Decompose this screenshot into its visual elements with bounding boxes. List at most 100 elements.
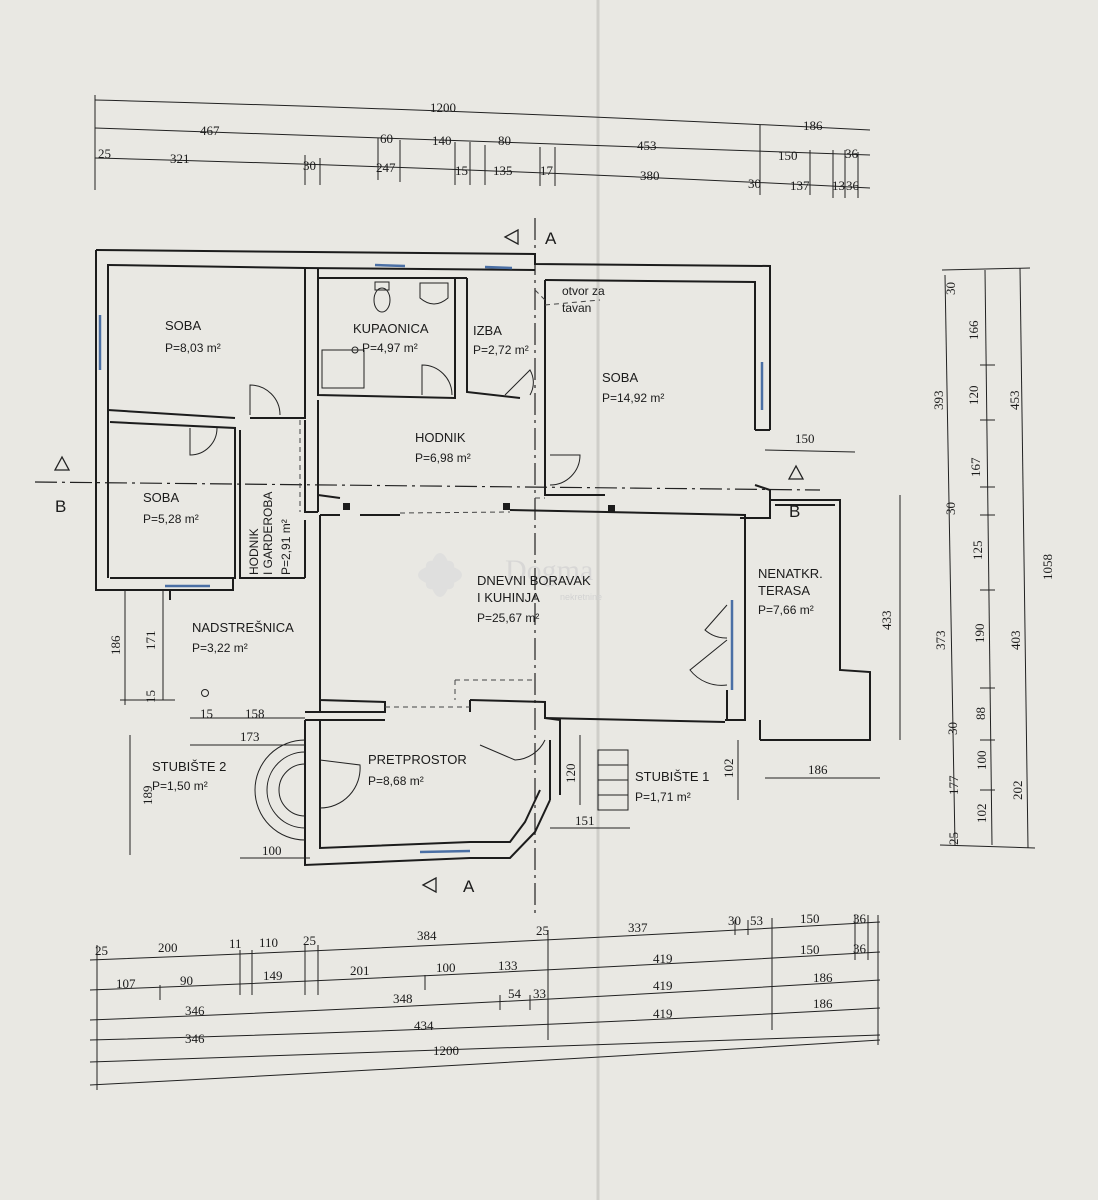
- dim-right: 403: [1008, 631, 1023, 651]
- window: [484, 265, 513, 270]
- note-attic-opening: tavan: [562, 301, 591, 315]
- dim-bottom: 186: [813, 970, 833, 985]
- dim-interior: 186: [108, 635, 123, 655]
- room-stubiste1-area: P=1,71 m²: [635, 790, 691, 804]
- room-dnevni-name: I KUHINJA: [477, 590, 540, 605]
- room-izba-area: P=2,72 m²: [473, 343, 529, 357]
- room-soba-ne-name: SOBA: [602, 370, 638, 385]
- doors: [189, 364, 728, 809]
- door-swing-icon: [319, 759, 361, 809]
- dim-interior: 189: [140, 786, 155, 806]
- dim-interior: 15: [200, 706, 213, 721]
- dim-interior: 100: [262, 843, 282, 858]
- dim-top: 13: [832, 178, 845, 193]
- room-nadstresnica-area: P=3,22 m²: [192, 641, 248, 655]
- room-nadstresnica-name: NADSTREŠNICA: [192, 620, 294, 635]
- room-pretprostor-name: PRETPROSTOR: [368, 752, 467, 767]
- dim-right: 190: [972, 624, 987, 644]
- stair-arc-icon: [266, 751, 306, 829]
- stair-arc-icon: [278, 763, 306, 817]
- door-swing-icon: [549, 454, 581, 486]
- room-dnevni-area: P=25,67 m²: [477, 611, 539, 625]
- dim-bottom: 346: [185, 1031, 205, 1046]
- dim-top-total: 1200: [430, 100, 456, 115]
- dim-top: 36: [846, 178, 860, 193]
- interior-dimension-labels: 150 433 186 171 15 15 158 173 189 100 12…: [108, 431, 894, 858]
- dim-top: 80: [498, 133, 511, 148]
- dim-top: 380: [640, 168, 660, 183]
- dim-right: 88: [973, 707, 988, 720]
- dim-interior: 173: [240, 729, 260, 744]
- bottom-dimension-lines: [89, 915, 881, 1090]
- door-swing-icon: [189, 427, 218, 456]
- room-hodnik-name: HODNIK: [415, 430, 466, 445]
- room-soba-w-name: SOBA: [143, 490, 179, 505]
- note-attic-opening: otvor za: [562, 284, 605, 298]
- watermark: Dogma nekretnine: [418, 553, 602, 602]
- room-kupaonica-name: KUPAONICA: [353, 321, 429, 336]
- dim-right: 30: [943, 502, 958, 515]
- dim-bottom: 90: [180, 973, 193, 988]
- room-kupaonica-area: P=4,97 m²: [362, 341, 418, 355]
- room-hodnik-area: P=6,98 m²: [415, 451, 471, 465]
- dim-bottom: 150: [800, 911, 820, 926]
- dim-right: 202: [1010, 781, 1025, 801]
- room-terasa-name: TERASA: [758, 583, 810, 598]
- dim-bottom: 384: [417, 928, 437, 943]
- bath-fixtures: [321, 281, 449, 389]
- dim-right: 177: [946, 775, 961, 795]
- sink-icon: [419, 282, 449, 305]
- dim-right: 167: [968, 457, 983, 477]
- dim-right: 166: [966, 320, 981, 340]
- dim-interior: 15: [143, 690, 158, 703]
- section-b-label: B: [55, 497, 66, 516]
- dim-right: 30: [943, 282, 958, 295]
- room-soba-nw-name: SOBA: [165, 318, 201, 333]
- dim-right: 100: [974, 751, 989, 771]
- dim-top: 467: [200, 123, 220, 138]
- room-labels: SOBA P=8,03 m² KUPAONICA P=4,97 m² IZBA …: [143, 284, 823, 804]
- top-dimension-labels: 1200 467 60 140 80 453 186 25 321 30 247…: [98, 100, 860, 193]
- dim-top: 30: [748, 176, 761, 191]
- dim-interior: 102: [721, 759, 736, 779]
- dim-top: 321: [170, 151, 190, 166]
- door-swing-icon: [421, 364, 453, 396]
- dim-bottom: 348: [393, 991, 413, 1006]
- room-stubiste2-area: P=1,50 m²: [152, 779, 208, 793]
- dim-bottom: 36: [853, 941, 867, 956]
- room-terasa-name: NENATKR.: [758, 566, 823, 581]
- room-dnevni-name: DNEVNI BORAVAK: [477, 573, 591, 588]
- door-swing-icon: [504, 369, 534, 396]
- room-soba-w-area: P=5,28 m²: [143, 512, 199, 526]
- section-a-marker-icon: [503, 228, 519, 246]
- dim-bottom: 30: [728, 913, 741, 928]
- door-swing-icon: [704, 604, 728, 639]
- room-soba-nw-area: P=8,03 m²: [165, 341, 221, 355]
- right-dimension-lines: [939, 267, 1036, 849]
- dim-top: 36: [845, 146, 859, 161]
- windows: [98, 263, 764, 854]
- dim-top: 15: [455, 163, 468, 178]
- door-swing-icon: [249, 384, 281, 416]
- dim-right: 30: [945, 722, 960, 735]
- stair-arc-icon: [254, 739, 306, 841]
- section-a-marker-icon: [421, 876, 437, 894]
- walls: [95, 249, 871, 867]
- dim-bottom: 25: [303, 933, 316, 948]
- shower-icon: [321, 349, 365, 389]
- dim-top: 186: [803, 118, 823, 133]
- dim-top: 25: [98, 146, 111, 161]
- dim-bottom: 201: [350, 963, 370, 978]
- dim-top: 135: [493, 163, 513, 178]
- dim-bottom: 337: [628, 920, 648, 935]
- room-izba-name: IZBA: [473, 323, 502, 338]
- dim-interior: 186: [808, 762, 828, 777]
- dim-bottom: 200: [158, 940, 178, 955]
- dim-interior: 433: [879, 611, 894, 631]
- dim-top: 17: [540, 163, 554, 178]
- dim-bottom: 107: [116, 976, 136, 991]
- section-b-marker-icon: [787, 464, 805, 480]
- dashed-openings: [299, 289, 601, 708]
